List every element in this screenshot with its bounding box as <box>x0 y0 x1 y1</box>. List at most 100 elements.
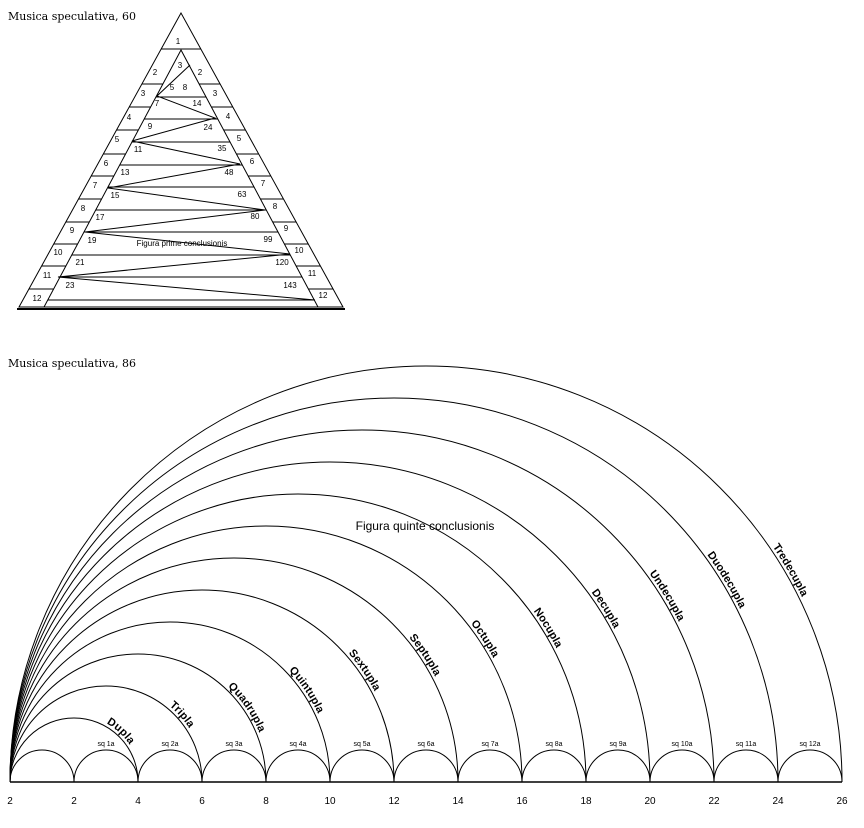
inner-right-label: 48 <box>225 168 234 177</box>
inner-left-label: 5 <box>170 83 175 92</box>
arc-label: Nocupla <box>531 606 565 651</box>
inner-right-label: 80 <box>251 212 260 221</box>
multiple-arc <box>9 397 779 783</box>
figure1-caption: Musica speculativa, 60 <box>8 10 136 23</box>
arc-label-text: Sextupla <box>346 647 383 693</box>
left-outer-label: 4 <box>127 113 132 122</box>
inner-right-label: 8 <box>183 83 188 92</box>
square-label: sq 12a <box>799 741 820 748</box>
arc-label-text: Undecupla <box>647 568 687 624</box>
arc-label: Sextupla <box>346 647 383 693</box>
small-semicircle <box>393 749 459 783</box>
inner-left-label: 3 <box>178 61 183 70</box>
multiple-arc <box>9 589 395 783</box>
axis-label: 8 <box>263 796 269 807</box>
inner-left-label: 11 <box>134 145 143 154</box>
square-label: sq 3a <box>225 741 242 748</box>
arc-label: Tredecupla <box>770 542 810 600</box>
axis-label: 14 <box>452 796 464 807</box>
square-label: sq 11a <box>736 741 757 748</box>
left-outer-label: 2 <box>153 68 158 77</box>
left-outer-label: 12 <box>33 294 42 303</box>
axis-label: 16 <box>516 796 528 807</box>
left-outer-label: 9 <box>70 226 75 235</box>
square-label: sq 4a <box>289 741 306 748</box>
inner-left-label: 19 <box>88 236 97 245</box>
multiple-arc <box>9 557 459 783</box>
inner-right-label: 24 <box>204 123 213 132</box>
inner-right-label: 14 <box>193 99 202 108</box>
arc-label-text: Nocupla <box>531 606 565 651</box>
small-semicircle <box>457 749 523 783</box>
arc-label: Tripla <box>167 699 197 731</box>
left-outer-label: 6 <box>104 159 109 168</box>
square-label: sq 9a <box>609 741 626 748</box>
multiple-arc <box>9 653 267 783</box>
figure2-caption: Musica speculativa, 86 <box>8 357 136 370</box>
small-semicircle <box>585 749 651 783</box>
inner-left-label: 15 <box>111 191 120 200</box>
axis-label: 6 <box>199 796 205 807</box>
arc-label-text: Septupla <box>407 632 444 679</box>
axis-label: 20 <box>644 796 656 807</box>
multiple-arc <box>9 461 651 783</box>
small-semicircle <box>649 749 715 783</box>
square-label: sq 1a <box>97 741 114 748</box>
left-outer-label: 11 <box>43 271 52 280</box>
arc-label-text: Quadrupla <box>226 680 268 734</box>
arc-label-text: Tredecupla <box>770 542 810 600</box>
arc-label: Undecupla <box>647 568 687 624</box>
right-outer-label: 2 <box>198 68 203 77</box>
multiple-arc <box>9 525 523 783</box>
square-label: sq 8a <box>545 741 562 748</box>
inner-right-label: 35 <box>218 144 227 153</box>
square-label: sq 5a <box>353 741 370 748</box>
axis-label: 18 <box>580 796 592 807</box>
figure1-annotation: Figura prime conclusionis <box>137 239 228 248</box>
inner-left-label: 7 <box>155 99 160 108</box>
multiple-arc <box>9 365 843 783</box>
axis-label: 12 <box>388 796 400 807</box>
square-label: sq 6a <box>417 741 434 748</box>
multiple-arc <box>9 493 587 783</box>
left-outer-label: 8 <box>81 204 86 213</box>
right-outer-label: 6 <box>250 157 255 166</box>
arc-label-text: Tripla <box>167 699 197 731</box>
right-outer-label: 9 <box>284 224 289 233</box>
right-outer-label: 3 <box>213 89 218 98</box>
small-semicircle <box>137 749 203 783</box>
multiple-arc <box>9 685 203 783</box>
axis-label: 22 <box>708 796 720 807</box>
arc-label: Duodecupla <box>705 549 749 611</box>
arc-label: Quintupla <box>287 664 327 715</box>
multiple-arc <box>9 429 715 783</box>
arc-label: Octupla <box>468 618 501 660</box>
axis-label: 2 <box>71 796 77 807</box>
small-semicircle <box>713 749 779 783</box>
left-outer-label: 5 <box>115 135 120 144</box>
small-semicircle <box>73 749 139 783</box>
inner-right-label: 99 <box>264 235 273 244</box>
arc-label-text: Quintupla <box>287 664 327 715</box>
apex-label: 1 <box>176 37 181 46</box>
inner-right-label: 120 <box>275 258 289 267</box>
arc-label-text: Decupla <box>589 587 623 631</box>
inner-left-label: 23 <box>66 281 75 290</box>
axis-label: 4 <box>135 796 141 807</box>
arc-label: Decupla <box>589 587 623 631</box>
left-outer-label: 3 <box>141 89 146 98</box>
inner-left-label: 13 <box>121 168 130 177</box>
inner-triangle <box>43 48 319 308</box>
square-label: sq 10a <box>671 741 692 748</box>
inner-right-label: 63 <box>238 190 247 199</box>
small-semicircle <box>201 749 267 783</box>
arc-label-text: Octupla <box>468 618 501 660</box>
small-semicircle <box>9 749 75 783</box>
small-semicircle <box>777 749 843 783</box>
left-outer-label: 10 <box>54 248 63 257</box>
right-outer-label: 4 <box>226 112 231 121</box>
small-semicircle <box>265 749 331 783</box>
inner-left-label: 17 <box>96 213 105 222</box>
small-semicircle <box>329 749 395 783</box>
right-outer-label: 5 <box>237 134 242 143</box>
